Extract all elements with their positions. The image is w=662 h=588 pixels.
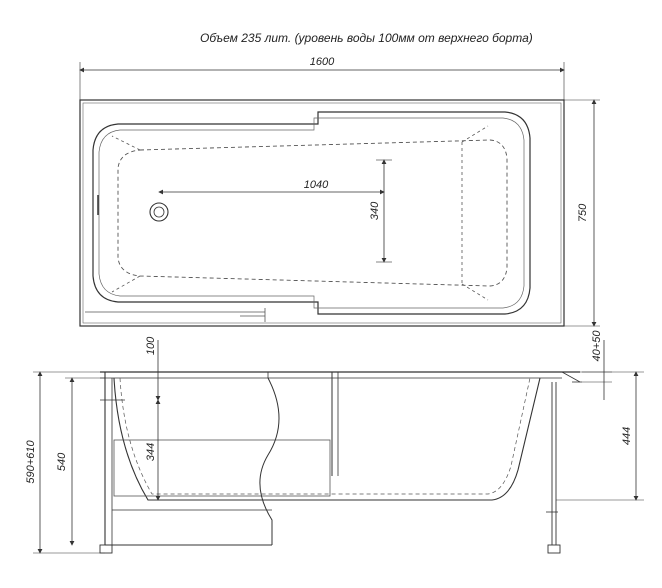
drain-circle: [149, 202, 169, 222]
label-inner-width: 340: [369, 201, 381, 220]
label-tub-height: 540: [56, 452, 68, 471]
drain-inner-circle: [153, 206, 165, 218]
top-basin-outline: [92, 111, 531, 315]
top-view: [79, 62, 600, 327]
side-basin-inner: [119, 377, 531, 495]
top-foot-dashed: [111, 135, 141, 293]
label-overall-height: 590+610: [25, 440, 37, 484]
label-water-offset: 100: [145, 336, 157, 355]
label-total-width: 750: [577, 203, 589, 222]
leg-left-foot: [99, 544, 113, 554]
top-outer-rim: [79, 99, 565, 327]
side-view: [33, 340, 644, 554]
leg-right-foot: [547, 544, 561, 554]
side-inner-box: [113, 439, 331, 497]
top-basin-inner-line: [98, 117, 525, 309]
label-total-length: 1600: [310, 56, 335, 68]
top-rim-inner-line: [82, 102, 562, 324]
label-inner-length: 1040: [304, 179, 329, 191]
top-headrest-dashed: [461, 125, 489, 301]
volume-note: Объем 235 лит. (уровень воды 100мм от ве…: [200, 31, 533, 45]
label-rim-height: 40+50: [591, 330, 603, 362]
top-bottom-dashed-contour: [117, 139, 508, 287]
label-inner-depth: 344: [145, 443, 157, 461]
side-door-cutout: [259, 377, 280, 545]
side-basin-outline: [113, 377, 541, 501]
label-leg-height: 444: [621, 427, 633, 445]
